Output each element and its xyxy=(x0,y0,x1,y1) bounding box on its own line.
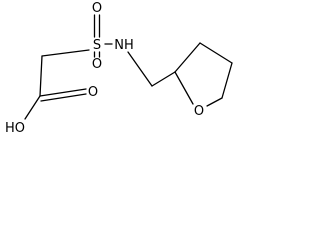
ch2-ring-bond xyxy=(151,71,176,87)
s-ch2-bond xyxy=(41,49,90,57)
ring-c4-c5-bond xyxy=(221,62,233,99)
structural-formula: S O O NH O O HO xyxy=(5,1,233,136)
ring-c3-c4-bond xyxy=(199,42,233,64)
sulfur-atom-label: S xyxy=(93,38,101,53)
ring-o-c2-bond xyxy=(174,71,194,105)
n-ch2-bond xyxy=(127,51,153,87)
amine-nh-label: NH xyxy=(114,38,134,53)
sulfonyl-oxygen-bottom-label: O xyxy=(92,57,102,72)
c-o-double-bond-a xyxy=(39,88,87,97)
hydroxyl-label: HO xyxy=(5,121,25,136)
sulfonyl-oxygen-top-label: O xyxy=(92,1,102,16)
ring-oxygen-label: O xyxy=(194,104,204,119)
c-oh-bond xyxy=(24,95,41,120)
ring-c5-o-bond xyxy=(206,97,223,107)
c-o-double-bond-b xyxy=(40,93,87,102)
ring-c2-c3-bond xyxy=(174,42,201,73)
carbonyl-oxygen-label: O xyxy=(88,85,98,100)
ch2-ch2-bond xyxy=(39,55,43,97)
